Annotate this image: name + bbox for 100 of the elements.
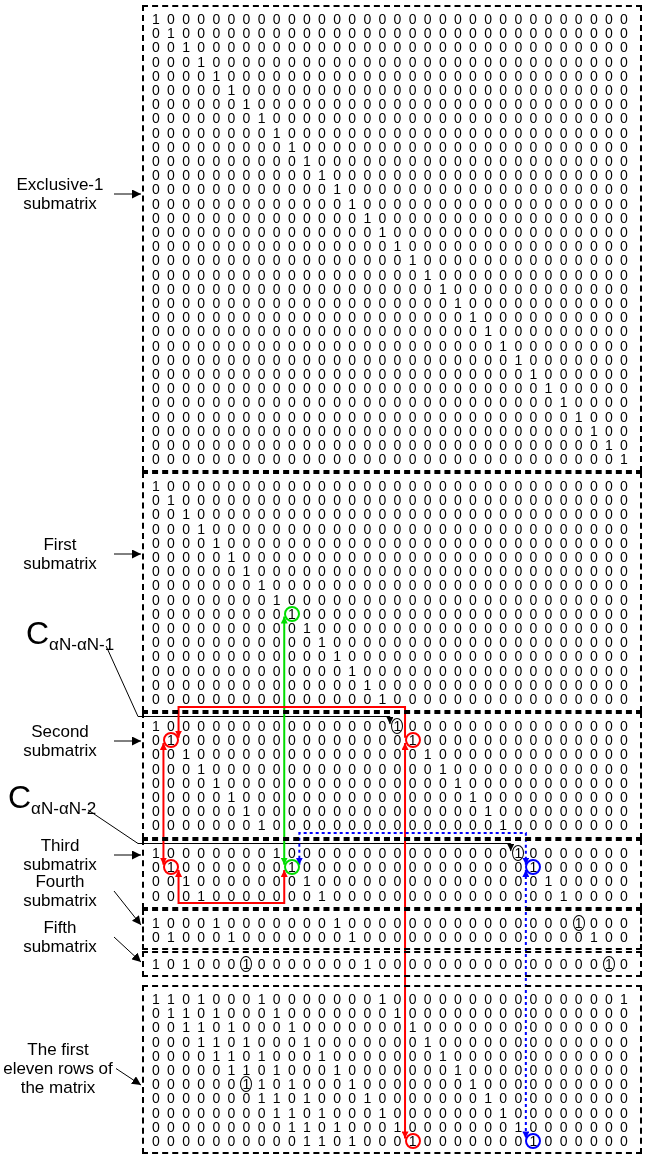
matrix-row: 0 0 0 0 0 0 0 0 1 0 0 0 0 0 0 0 0 0 0 0 0 0 0 0 0 0 0 0 0 0 0 0	[152, 592, 630, 607]
matrix-row: 0 0 0 1 0 0 0 0 0 0 0 0 0 0 0 0 0 0 0 1 0 0 0 0 0 0 0 0 0 0 0 0	[152, 761, 630, 776]
formula-label: C$_{αN-αN-1}$	[26, 616, 115, 650]
matrix-row: 0 0 0 0 0 0 0 0 0 0 0 1 0 0 0 0 0 0 0 0 0 0 0 0 0 0 0 0 0 0 0 0	[152, 168, 630, 183]
matrix-row: 0 0 0 0 0 0 1 0 0 0 0 0 0 0 0 0 0 0 0 0 0 0 1 0 0 0 0 0 0 0 0 0	[152, 804, 630, 819]
matrix-row: 0 0 0 0 0 0 0 1 0 0 0 0 0 0 0 0 0 0 0 0 0 0 0 0 0 0 0 0 0 0 0 0	[152, 578, 630, 593]
double-arrow	[280, 615, 288, 866]
matrix-row: 0 0 1 0 0 0 0 0 0 0 0 0 0 0 0 0 0 0 1 0 0 0 0 0 0 0 0 0 0 0 0 0	[152, 747, 630, 762]
side-label: Second submatrix	[8, 722, 112, 760]
matrix-row: 1 0 1 0 0 0 1 0 0 0 0 0 0 0 1 0 0 0 0 0 0 0 0 0 0 0 0 0 0 0 1 0	[152, 957, 630, 972]
matrix-row: 0 0 0 0 0 0 0 0 0 0 0 0 0 0 1 0 0 0 0 0 0 0 0 0 0 0 0 0 0 0 0 0	[152, 677, 630, 692]
formula-label: C$_{αN-αN-2}$	[8, 780, 97, 814]
matrix-row: 0 0 0 0 0 0 0 0 1 1 0 1 0 0 0 1 0 0 0 0 0 0 0 1 0 0 0 0 0 0 0 0	[152, 1105, 630, 1120]
matrix-row: 0 0 0 0 0 0 0 0 0 0 0 0 0 0 0 0 0 0 0 0 0 0 0 1 0 0 0 0 0 0 0 0	[152, 338, 630, 353]
matrix-row: 0 0 0 0 0 1 0 0 0 0 0 0 0 0 0 0 0 0 0 0 0 0 0 0 0 0 0 0 0 0 0 0	[152, 83, 630, 98]
matrix-row: 1 1 0 1 0 0 0 1 0 0 0 0 0 0 0 1 0 0 0 0 0 0 0 0 0 0 0 0 0 0 0 1	[152, 992, 630, 1007]
routed-arrow	[175, 868, 288, 904]
matrix-row: 0 0 0 0 0 0 0 0 0 0 0 0 0 0 0 0 0 0 0 0 0 0 0 0 0 0 0 0 0 1 0 0	[152, 423, 630, 438]
side-label: First submatrix	[8, 535, 112, 573]
matrix-row: 0 0 0 0 0 0 0 1 0 0 0 0 0 0 0 0 0 0 0 0 0 0 0 1 0 0 0 0 0 0 0 0	[152, 818, 630, 833]
double-arrow	[522, 868, 530, 1140]
matrix-row: 0 0 0 0 0 0 0 0 0 0 0 0 0 0 0 0 0 0 0 0 0 1 0 0 0 0 0 0 0 0 0 0	[152, 310, 630, 325]
routed-arrow	[175, 706, 407, 739]
pointer-arrow	[113, 850, 142, 860]
matrix-row: 1 0 0 0 0 0 0 0 0 0 0 0 0 0 0 0 1 0 0 0 0 0 0 0 0 0 0 0 0 0 0 0	[152, 719, 630, 734]
matrix-row: 0 0 0 0 0 1 0 0 0 0 0 0 0 0 0 0 0 0 0 0 0 0 0 0 0 0 0 0 0 0 0 0	[152, 550, 630, 565]
matrix-row: 0 0 0 0 0 0 0 0 0 0 0 0 0 0 0 0 0 0 0 0 0 0 1 0 0 0 0 0 0 0 0 0	[152, 324, 630, 339]
matrix-row: 0 0 0 0 0 0 0 0 0 0 0 0 0 1 0 0 0 0 0 0 0 0 0 0 0 0 0 0 0 0 0 0	[152, 196, 630, 211]
matrix-row: 0 1 0 0 0 0 0 0 0 0 0 0 0 0 0 0 0 0 0 0 0 0 0 0 0 0 0 0 0 0 0 0	[152, 493, 630, 508]
matrix-row: 1 0 0 0 0 0 0 0 1 0 0 0 0 0 0 0 0 0 0 0 0 0 0 0 1 0 0 0 0 0 0 0	[152, 846, 630, 861]
submatrix-box	[142, 839, 642, 909]
circle-mark	[525, 859, 542, 876]
double-arrow	[159, 741, 167, 866]
matrix-row: 0 0 0 0 0 0 0 0 0 0 1 0 0 0 0 0 0 0 0 0 0 0 0 0 0 0 0 0 0 0 0 0	[152, 621, 630, 636]
matrix-box	[142, 985, 642, 1155]
submatrix-box	[142, 5, 642, 473]
circle-mark	[283, 859, 300, 876]
matrix-row: 0 0 0 0 0 0 0 0 0 0 0 0 0 0 0 0 0 0 0 0 0 0 0 0 1 0 0 0 0 0 0 0	[152, 352, 630, 367]
matrix-row: 0 0 0 0 0 0 0 1 0 0 0 0 0 0 0 0 0 0 0 0 0 0 0 0 0 0 0 0 0 0 0 0	[152, 111, 630, 126]
matrix-row: 0 0 1 0 0 0 0 0 0 0 0 0 0 0 0 0 0 0 0 0 0 0 0 0 0 0 0 0 0 0 0 0	[152, 507, 630, 522]
circle-mark	[283, 605, 300, 622]
side-label: Exclusive-1 submatrix	[8, 175, 112, 213]
pointer-arrow	[113, 890, 142, 926]
matrix-row: 0 0 0 0 0 0 0 0 0 0 0 0 0 1 0 0 0 0 0 0 0 0 0 0 0 0 0 0 0 0 0 0	[152, 663, 630, 678]
submatrix-box	[142, 909, 642, 951]
matrix-row: 0 0 0 0 0 0 0 0 1 0 0 0 0 0 0 0 0 0 0 0 0 0 0 0 0 0 0 0 0 0 0 0	[152, 125, 630, 140]
pointer-arrow	[115, 1068, 142, 1086]
matrix-row: 0 0 1 0 0 0 0 0 0 0 0 0 0 0 0 0 0 0 0 0 0 0 0 0 0 0 0 0 0 0 0 0	[152, 40, 630, 55]
matrix-row: 0 0 0 0 0 0 0 0 0 0 0 0 0 0 0 0 1 0 0 0 0 0 0 0 0 0 0 0 0 0 0 0	[152, 239, 630, 254]
side-label: Fifth submatrix	[8, 918, 112, 956]
matrix-row: 0 0 0 0 0 0 0 0 0 0 0 1 0 0 0 0 0 0 0 0 0 0 0 0 0 0 0 0 0 0 0 0	[152, 635, 630, 650]
circle-mark	[163, 859, 179, 876]
matrix-row: 0 0 0 0 0 0 0 0 0 0 0 0 1 0 0 0 0 0 0 0 0 0 0 0 0 0 0 0 0 0 0 0	[152, 182, 630, 197]
matrix-row: 0 0 0 0 1 0 0 0 0 0 0 0 0 0 0 0 0 0 0 0 0 0 0 0 0 0 0 0 0 0 0 0	[152, 535, 630, 550]
matrix-row: 0 0 0 0 0 0 0 0 0 0 0 0 0 0 0 0 0 0 0 0 0 0 0 0 0 1 0 0 0 0 0 0	[152, 367, 630, 382]
matrix-row: 0 0 0 0 1 0 0 0 0 0 0 0 0 0 0 0 0 0 0 0 0 0 0 0 0 0 0 0 0 0 0 0	[152, 68, 630, 83]
matrix-row: 0 0 0 1 0 0 0 0 0 0 0 0 0 0 0 0 0 0 0 0 0 0 0 0 0 0 0 0 0 0 0 0	[152, 54, 630, 69]
circle-mark	[404, 732, 421, 749]
submatrix-box	[142, 472, 642, 713]
circle-mark	[525, 1133, 542, 1150]
matrix-row: 0 1 0 0 0 0 0 0 0 0 0 0 0 0 0 0 0 1 0 0 0 0 0 0 0 0 0 0 0 0 0 0	[152, 733, 630, 748]
side-label: Fourth submatrix	[8, 872, 112, 910]
circle-mark	[404, 1133, 421, 1150]
pointer-arrow	[113, 936, 142, 963]
matrix-row: 0 0 0 0 1 1 0 1 0 0 0 1 0 0 0 0 0 0 0 1 0 0 0 0 0 0 0 0 0 0 0 0	[152, 1048, 630, 1063]
matrix-row: 0 1 1 0 1 0 0 0 1 0 0 0 0 0 0 0 1 0 0 0 0 0 0 0 0 0 0 0 0 0 0 0	[152, 1006, 630, 1021]
matrix-row: 0 1 0 0 0 1 0 0 0 0 0 0 0 1 0 0 0 0 0 0 0 0 0 0 0 0 0 0 0 1 0 0	[152, 930, 630, 945]
circle-mark	[163, 732, 179, 749]
matrix-row: 0 0 0 0 0 0 0 0 0 1 0 0 0 0 0 0 0 0 0 0 0 0 0 0 0 0 0 0 0 0 0 0	[152, 606, 630, 621]
matrix-row: 1 0 0 0 0 0 0 0 0 0 0 0 0 0 0 0 0 0 0 0 0 0 0 0 0 0 0 0 0 0 0 0	[152, 12, 630, 27]
pointer-arrow	[113, 549, 142, 559]
matrix-row: 0 0 0 0 0 0 0 0 0 1 1 0 1 0 0 0 1 0 0 0 0 0 0 0 1 0 0 0 0 0 0 0	[152, 1119, 630, 1134]
matrix-row: 0 0 0 0 0 0 0 0 0 0 0 0 0 0 0 1 0 0 0 0 0 0 0 0 0 0 0 0 0 0 0 0	[152, 692, 630, 707]
leader-line	[105, 645, 394, 725]
matrix-row: 0 0 0 0 0 0 0 0 0 0 1 0 0 0 0 0 0 0 0 0 0 0 0 0 0 0 0 0 0 0 0 0	[152, 154, 630, 169]
matrix-row: 0 0 0 0 0 1 0 0 0 0 0 0 0 0 0 0 0 0 0 0 0 1 0 0 0 0 0 0 0 0 0 0	[152, 790, 630, 805]
matrix-row: 0 0 0 0 0 0 0 0 0 0 0 0 0 0 0 0 0 0 0 0 0 0 0 0 0 0 0 1 0 0 0 0	[152, 395, 630, 410]
matrix-row: 0 0 0 0 0 0 0 0 0 0 0 0 0 0 0 0 0 0 0 0 0 0 0 0 0 0 0 0 1 0 0 0	[152, 409, 630, 424]
pointer-arrow	[113, 736, 142, 746]
submatrix-box	[142, 951, 642, 978]
matrix-row: 0 0 0 1 1 0 1 0 0 0 1 0 0 0 0 0 0 0 1 0 0 0 0 0 0 0 0 0 0 0 0 0	[152, 1034, 630, 1049]
matrix-row: 0 0 0 0 0 0 0 0 0 0 0 0 0 0 1 0 0 0 0 0 0 0 0 0 0 0 0 0 0 0 0 0	[152, 210, 630, 225]
matrix-row: 0 0 0 0 0 0 1 0 0 0 0 0 0 0 0 0 0 0 0 0 0 0 0 0 0 0 0 0 0 0 0 0	[152, 564, 630, 579]
matrix-row: 0 0 0 0 0 0 0 0 0 0 0 0 0 0 0 0 0 0 0 0 1 0 0 0 0 0 0 0 0 0 0 0	[152, 296, 630, 311]
matrix-row: 0 0 0 0 0 0 0 0 0 0 0 0 0 0 0 0 0 0 0 0 0 0 0 0 0 0 0 0 0 0 1 0	[152, 438, 630, 453]
matrix-row: 0 1 0 0 0 0 0 0 0 0 0 0 0 0 0 0 0 0 0 0 0 0 0 0 0 0 0 0 0 0 0 0	[152, 26, 630, 41]
matrix-row: 0 0 0 1 0 0 0 0 0 0 0 0 0 0 0 0 0 0 0 0 0 0 0 0 0 0 0 0 0 0 0 0	[152, 521, 630, 536]
matrix-row: 0 0 0 1 0 0 0 0 0 0 0 1 0 0 0 0 0 0 0 0 0 0 0 0 0 0 0 1 0 0 0 0	[152, 888, 630, 903]
matrix-row: 0 0 0 0 0 0 0 0 0 0 0 0 0 0 0 1 0 0 0 0 0 0 0 0 0 0 0 0 0 0 0 0	[152, 225, 630, 240]
matrix-row: 0 0 1 1 0 1 0 0 0 1 0 0 0 0 0 0 0 1 0 0 0 0 0 0 0 0 0 0 0 0 0 0	[152, 1020, 630, 1035]
matrix-row: 0 0 0 0 0 0 0 0 0 1 0 0 0 0 0 0 0 0 0 0 0 0 0 0 0 0 0 0 0 0 0 0	[152, 139, 630, 154]
matrix-row: 0 1 0 0 0 0 0 0 0 1 0 0 0 0 0 0 0 0 0 0 0 0 0 0 0 1 0 0 0 0 0 0	[152, 860, 630, 875]
matrix-row: 0 0 0 0 0 0 0 0 0 0 0 0 0 0 0 0 0 0 1 0 0 0 0 0 0 0 0 0 0 0 0 0	[152, 267, 630, 282]
matrix-row: 1 0 0 0 0 0 0 0 0 0 0 0 0 0 0 0 0 0 0 0 0 0 0 0 0 0 0 0 0 0 0 0	[152, 479, 630, 494]
matrix-row: 0 0 0 0 1 0 0 0 0 0 0 0 0 0 0 0 0 0 0 0 1 0 0 0 0 0 0 0 0 0 0 0	[152, 775, 630, 790]
side-label: Third submatrix	[8, 836, 112, 874]
submatrix-box	[142, 712, 642, 839]
matrix-row: 0 0 0 0 0 0 0 1 1 0 1 0 0 0 1 0 0 0 0 0 0 0 1 0 0 0 0 0 0 0 0 0	[152, 1091, 630, 1106]
matrix-row: 0 0 0 0 0 0 0 0 0 0 0 0 0 0 0 0 0 0 0 0 0 0 0 0 0 0 0 0 0 0 0 1	[152, 452, 630, 467]
matrix-row: 0 0 0 0 0 0 0 0 0 0 0 0 1 0 0 0 0 0 0 0 0 0 0 0 0 0 0 0 0 0 0 0	[152, 649, 630, 664]
